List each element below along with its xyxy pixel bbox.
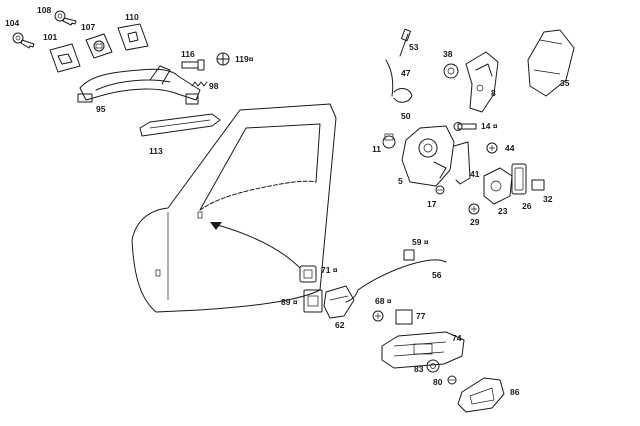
screw-17 bbox=[435, 185, 445, 195]
button-38 bbox=[443, 63, 459, 79]
lock-cylinder-110 bbox=[117, 23, 149, 51]
label-14: 14 ¤ bbox=[481, 121, 498, 131]
label-107: 107 bbox=[81, 22, 95, 32]
label-59: 59 ¤ bbox=[412, 237, 429, 247]
gasket-113 bbox=[139, 113, 221, 137]
key-108 bbox=[54, 10, 77, 26]
lock-cylinder-107 bbox=[85, 33, 113, 59]
label-110: 110 bbox=[125, 12, 139, 22]
label-56: 56 bbox=[432, 270, 442, 280]
screw-29 bbox=[468, 203, 480, 215]
button-11 bbox=[382, 133, 396, 149]
screw-44 bbox=[486, 142, 498, 154]
label-35: 35 bbox=[560, 78, 570, 88]
screw-68 bbox=[372, 310, 384, 322]
rod-56 bbox=[345, 259, 447, 303]
label-108: 108 bbox=[37, 5, 51, 15]
label-62: 62 bbox=[335, 320, 345, 330]
label-80: 80 bbox=[433, 377, 443, 387]
spring-98 bbox=[191, 81, 208, 87]
screw-80 bbox=[447, 375, 457, 385]
label-38: 38 bbox=[443, 49, 453, 59]
label-119: 119¤ bbox=[235, 54, 254, 64]
door-panel bbox=[131, 103, 337, 313]
bracket-89 bbox=[303, 289, 323, 313]
label-8: 8 bbox=[491, 88, 496, 98]
plate-26 bbox=[511, 163, 527, 195]
lock-cylinder-101 bbox=[49, 43, 81, 73]
key-104 bbox=[12, 32, 35, 49]
clip-59 bbox=[403, 249, 415, 261]
block-77 bbox=[395, 309, 413, 325]
label-5: 5 bbox=[398, 176, 403, 186]
screw-14 bbox=[453, 122, 477, 131]
lock-5 bbox=[401, 125, 455, 187]
label-29: 29 bbox=[470, 217, 480, 227]
label-77: 77 bbox=[416, 311, 426, 321]
label-41: 41 bbox=[470, 169, 480, 179]
trim-86 bbox=[457, 377, 505, 413]
striker-23 bbox=[483, 167, 513, 205]
callout-arrow bbox=[210, 222, 301, 269]
rod-47 bbox=[385, 59, 394, 97]
label-86: 86 bbox=[510, 387, 520, 397]
latch-8 bbox=[465, 51, 499, 113]
label-32: 32 bbox=[543, 194, 553, 204]
label-116: 116 bbox=[181, 49, 195, 59]
label-113: 113 bbox=[149, 146, 163, 156]
cover-35 bbox=[527, 29, 575, 97]
label-104: 104 bbox=[5, 18, 19, 28]
rod-53 bbox=[399, 28, 412, 57]
label-44: 44 bbox=[505, 143, 515, 153]
clip-50 bbox=[393, 88, 413, 103]
label-11: 11 bbox=[372, 144, 381, 154]
label-95: 95 bbox=[96, 104, 106, 114]
label-23: 23 bbox=[498, 206, 508, 216]
screw-116 bbox=[181, 59, 205, 71]
label-71: 71 ¤ bbox=[321, 265, 338, 275]
bracket-41 bbox=[453, 141, 471, 185]
lever-62 bbox=[323, 285, 355, 319]
label-98: 98 bbox=[209, 81, 219, 91]
label-50: 50 bbox=[401, 111, 411, 121]
clip-71 bbox=[299, 265, 317, 283]
cap-32 bbox=[531, 179, 545, 191]
label-26: 26 bbox=[522, 201, 532, 211]
washer-83 bbox=[426, 359, 440, 373]
label-83: 83 bbox=[414, 364, 424, 374]
label-53: 53 bbox=[409, 42, 419, 52]
label-17: 17 bbox=[427, 199, 437, 209]
label-74: 74 bbox=[452, 333, 462, 343]
label-101: 101 bbox=[43, 32, 57, 42]
label-68: 68 ¤ bbox=[375, 296, 392, 306]
label-89: 89 ¤ bbox=[281, 297, 298, 307]
clip-119 bbox=[216, 52, 230, 66]
inner-handle-74 bbox=[381, 331, 465, 369]
outer-handle-95 bbox=[77, 65, 201, 105]
label-47: 47 bbox=[401, 68, 411, 78]
